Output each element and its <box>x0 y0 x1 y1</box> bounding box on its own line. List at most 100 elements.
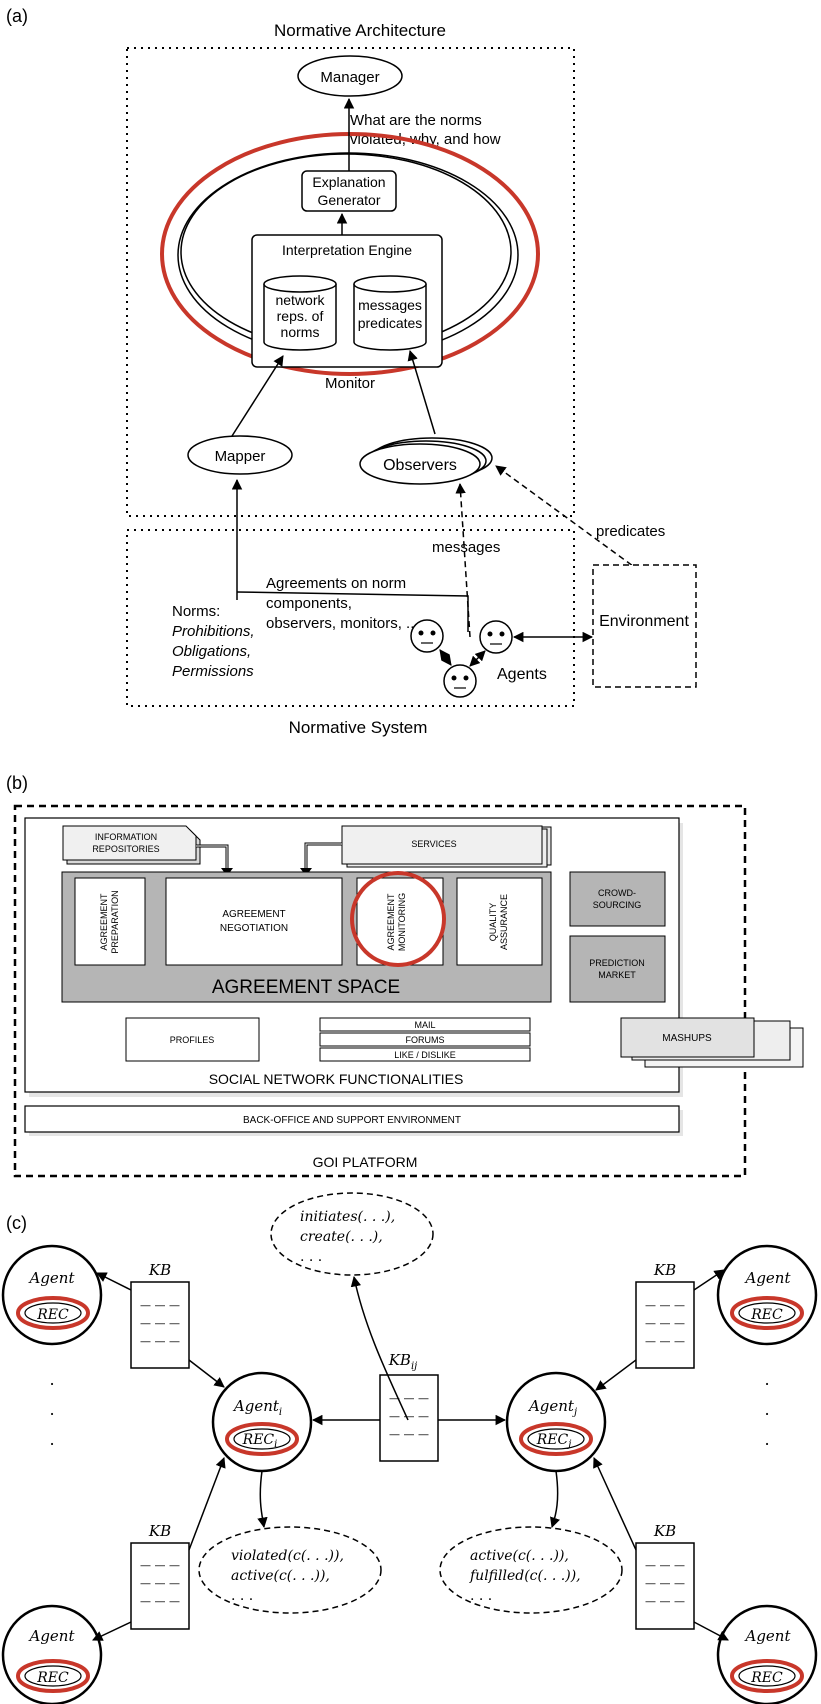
kb-ij-line-2: — — — <box>389 1410 429 1423</box>
kb-bottom-left: KB — — — — — — — — — <box>130 1522 190 1630</box>
observers-label: Observers <box>383 457 457 474</box>
monitor-highlight-ring <box>160 132 540 376</box>
left-bubble-line-1: violated(c(. . .)), <box>231 1548 344 1564</box>
kb-bottom-right-to-agent-j-arrow <box>593 1457 637 1551</box>
rec-i-label: RECi <box>242 1432 278 1450</box>
kb-bottom-right-line-2: — — — <box>645 1577 685 1590</box>
kb-top-right-to-agent-arrow <box>693 1269 725 1291</box>
agreement-monitoring-box <box>356 877 444 966</box>
messages-label: messages <box>432 539 500 556</box>
agent-face-2 <box>479 620 513 654</box>
norms-title: Norms: <box>172 603 220 620</box>
services-label: SERVICES <box>411 839 456 849</box>
right-bubble-line-1: active(c(. . .)), <box>470 1548 569 1564</box>
agreement-monitoring-line-1: AGREEMENT <box>386 893 396 951</box>
mapper-node <box>187 435 293 475</box>
right-bubble-line-2: fulfilled(c(. . .)), <box>469 1568 581 1584</box>
left-bubble <box>198 1526 382 1614</box>
kb-top-left-line-1: — — — <box>140 1299 180 1312</box>
mashups-label: MASHUPS <box>662 1033 712 1044</box>
kb-bottom-right-line-3: — — — <box>645 1595 685 1608</box>
kb-ij-to-top-bubble-arrow <box>350 1275 409 1421</box>
kb-bottom-right-to-agent-arrow <box>693 1621 729 1641</box>
agreement-space-label: AGREEMENT SPACE <box>212 977 400 998</box>
normative-system-label: Normative System <box>289 718 428 737</box>
agent-bottom-left-label: Agent <box>28 1627 76 1645</box>
network-norms-database: network reps. of norms <box>263 275 337 351</box>
crowdsourcing-line-1: CROWD- <box>598 888 636 898</box>
left-dot-2: . <box>49 1400 54 1419</box>
rec-top-left-highlight <box>16 1296 90 1330</box>
manager-node <box>297 55 403 97</box>
agreement-monitoring-highlight <box>350 871 446 967</box>
services-connector-inner <box>305 843 342 872</box>
panel-c-label: (c) <box>6 1213 27 1233</box>
panel-a: (a) Normative Architecture Manager What … <box>6 6 697 737</box>
kb-bottom-right-line-1: — — — <box>645 1559 685 1572</box>
goi-platform-label: GOI PLATFORM <box>313 1154 418 1170</box>
kb-top-right-label: KB <box>653 1261 676 1279</box>
agreements-line-3: observers, monitors, ... <box>266 615 419 632</box>
panel-b: (b) INFORMATION REPOSITORIES SERVICES AG… <box>6 773 804 1178</box>
kb-top-left: KB — — — — — — — — — <box>130 1261 190 1369</box>
rec-i-highlight <box>225 1422 299 1456</box>
goi-platform-frame <box>13 804 747 1178</box>
agreement-monitoring-line-2: MONITORING <box>397 893 407 951</box>
kb-bottom-left-label: KB <box>148 1522 171 1540</box>
top-bubble-line-2: create(. . .), <box>300 1229 383 1245</box>
agent-link-1 <box>439 649 452 666</box>
messages-db-line-2: predicates <box>358 315 423 331</box>
mail-box <box>319 1017 531 1032</box>
messages-db-line-1: messages <box>358 297 422 313</box>
network-db-line-3: norms <box>281 324 320 340</box>
network-db-line-2: reps. of <box>277 308 324 324</box>
agent-j-label: Agentj <box>527 1397 577 1418</box>
agent-face-3 <box>443 664 477 698</box>
panel-a-label: (a) <box>6 6 28 26</box>
right-bubble <box>439 1526 623 1614</box>
agreement-negotiation-box <box>165 877 343 966</box>
agent-bottom-left: Agent REC <box>1 1604 103 1704</box>
back-office-label: BACK-OFFICE AND SUPPORT ENVIRONMENT <box>243 1115 461 1126</box>
prediction-market-line-1: PREDICTION <box>589 958 645 968</box>
profiles-label: PROFILES <box>170 1035 215 1045</box>
predicates-dashed-arrow <box>495 465 649 578</box>
environment-label: Environment <box>599 613 689 630</box>
mapper-to-network-arrow <box>231 355 284 437</box>
kb-ij-line-1: — — — <box>389 1392 429 1405</box>
norms-obligations: Obligations, <box>172 643 251 660</box>
right-dot-1: . <box>764 1370 769 1389</box>
agent-j-to-bubble-arrow <box>550 1470 560 1528</box>
info-repos-line-2: REPOSITORIES <box>92 844 159 854</box>
crowdsourcing-box <box>569 871 666 927</box>
left-bubble-line-3: . . . <box>231 1588 253 1604</box>
agreements-line-2: components, <box>266 595 352 612</box>
kb-top-right-to-agent-j-arrow <box>595 1359 637 1391</box>
agent-top-left-label: Agent <box>28 1269 76 1287</box>
profiles-box <box>125 1017 260 1062</box>
kb-top-right-line-2: — — — <box>645 1317 685 1330</box>
agreement-preparation-line-1: AGREEMENT <box>99 893 109 951</box>
kb-ij-label: KBij <box>388 1351 418 1372</box>
kb-top-left-line-2: — — — <box>140 1317 180 1330</box>
normative-architecture-frame <box>126 47 575 517</box>
social-network-label: SOCIAL NETWORK FUNCTIONALITIES <box>209 1071 464 1087</box>
rec-bottom-right-highlight <box>730 1659 804 1693</box>
mapper-label: Mapper <box>215 448 266 465</box>
top-bubble-line-1: initiates(. . .), <box>300 1209 395 1225</box>
agreement-negotiation-line-2: NEGOTIATION <box>220 923 288 934</box>
environment-box <box>592 564 697 688</box>
right-dot-2: . <box>764 1400 769 1419</box>
kb-top-left-to-agent-arrow <box>96 1272 132 1291</box>
agent-top-right: Agent REC <box>716 1244 818 1346</box>
right-bubble-line-3: . . . <box>470 1588 492 1604</box>
norms-permissions: Permissions <box>172 663 254 680</box>
agreements-connector <box>236 591 469 632</box>
rec-top-right-highlight <box>730 1296 804 1330</box>
kb-bottom-left-line-2: — — — <box>140 1577 180 1590</box>
kb-bottom-left-line-1: — — — <box>140 1559 180 1572</box>
monitor-label: Monitor <box>325 375 375 392</box>
agent-link-2 <box>469 650 486 667</box>
agreement-negotiation-line-1: AGREEMENT <box>222 909 285 920</box>
explanation-generator-line-1: Explanation <box>312 174 385 190</box>
